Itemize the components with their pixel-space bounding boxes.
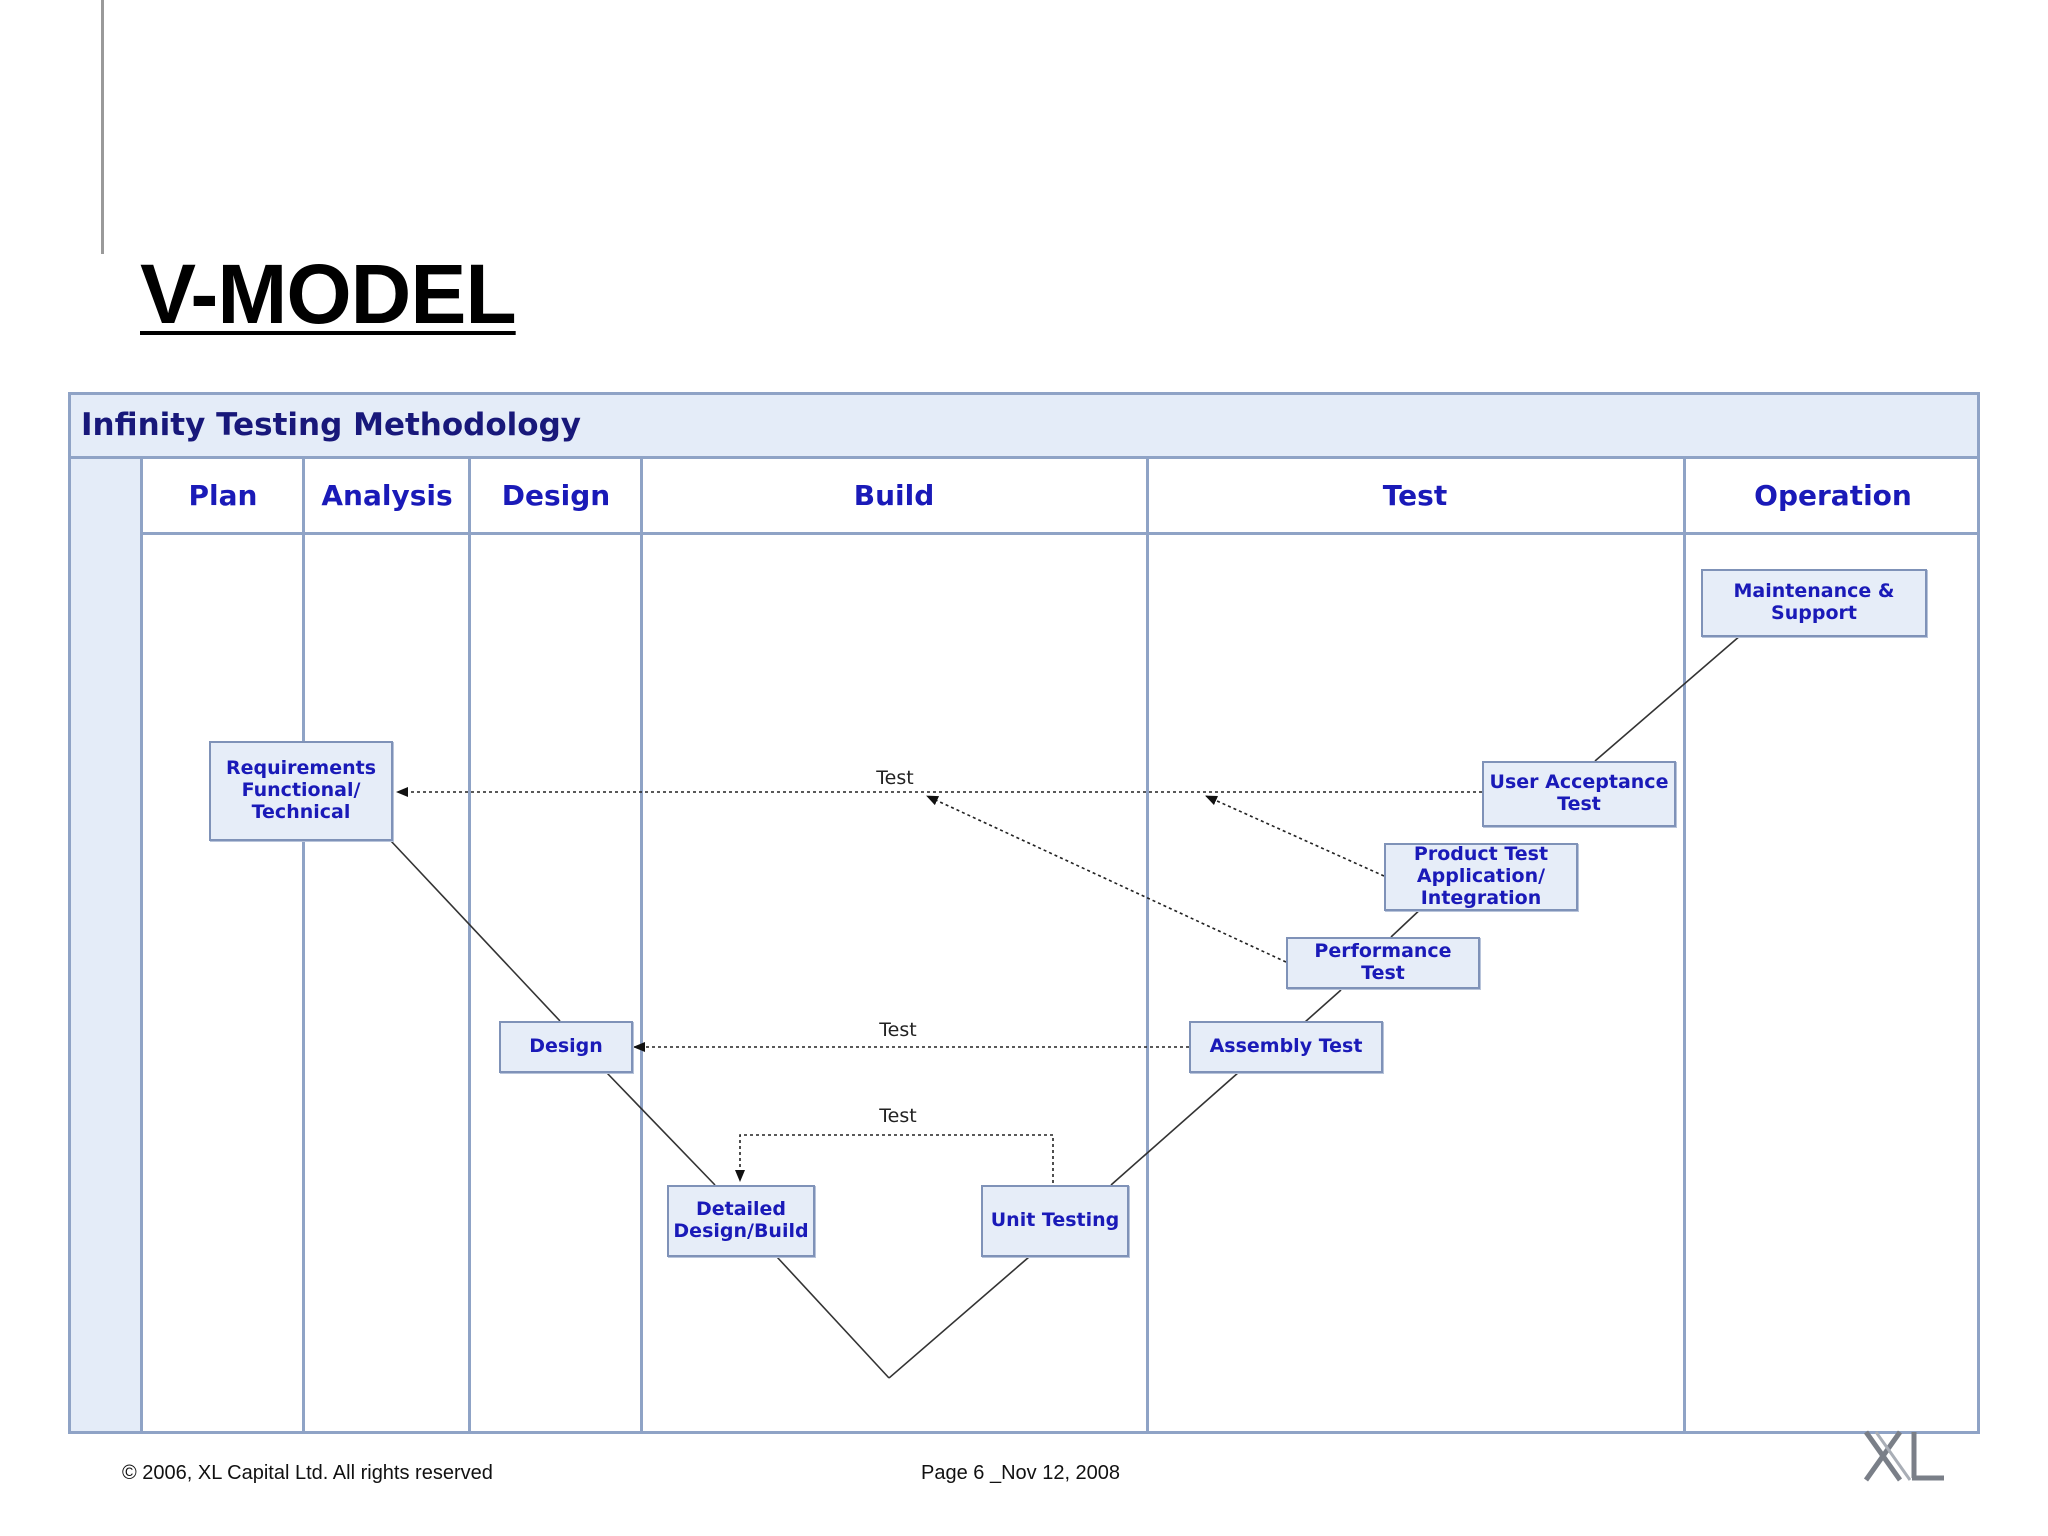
user-acceptance-test-box: User Acceptance Test (1482, 761, 1676, 827)
footer-copyright: © 2006, XL Capital Ltd. All rights reser… (122, 1462, 493, 1484)
phase-label-build: Build (853, 479, 935, 512)
left-margin-strip (71, 459, 143, 1431)
maintenance-support-box: Maintenance & Support (1701, 569, 1927, 637)
phase-label-analysis: Analysis (321, 479, 453, 512)
test-label-middle: Test (879, 1019, 917, 1041)
assembly-test-box: Assembly Test (1189, 1021, 1383, 1073)
connector-line (390, 840, 561, 1022)
connector-line (606, 1072, 716, 1186)
diagram-title: Infinity Testing Methodology (81, 407, 581, 443)
test-label-top: Test (876, 767, 914, 789)
product-test-box: Product Test Application/ Integration (1384, 843, 1578, 911)
test-arrow-product-test (1205, 795, 1385, 877)
detailed-design-build-box: Detailed Design/Build (667, 1185, 815, 1257)
lane-divider (468, 459, 471, 1431)
design-box: Design (499, 1021, 633, 1073)
slide-title: V-MODEL (140, 247, 517, 341)
footer-page-number: Page 6 _Nov 12, 2008 (921, 1462, 1121, 1484)
left-vertical-rule (101, 0, 104, 254)
phase-header-row (143, 459, 1977, 535)
connector-line (1594, 634, 1742, 762)
phase-label-plan: Plan (188, 479, 258, 512)
test-arrow-performance-test (926, 795, 1287, 963)
connector-line (888, 1256, 1030, 1379)
diagram-header: Infinity Testing Methodology (71, 395, 1977, 459)
v-model-diagram: Infinity Testing Methodology Plan Analys… (68, 392, 1980, 1434)
phase-label-operation: Operation (1754, 479, 1912, 512)
test-arrow-unit-to-detailed (735, 1134, 1054, 1183)
requirements-box: Requirements Functional/ Technical (209, 741, 393, 841)
lane-divider (1683, 459, 1686, 1431)
performance-test-box: Performance Test (1286, 937, 1480, 989)
phase-label-test: Test (1382, 479, 1448, 512)
connector-line (1110, 1071, 1240, 1186)
phase-label-design: Design (501, 479, 611, 512)
lane-divider (640, 459, 643, 1431)
connector-lines (390, 634, 1742, 1379)
lane-divider (1146, 459, 1149, 1431)
unit-testing-box: Unit Testing (981, 1185, 1129, 1257)
lane-divider (302, 459, 305, 1431)
xl-logo-icon (1863, 1430, 1944, 1482)
connector-line (776, 1256, 890, 1379)
test-label-bottom: Test (879, 1105, 917, 1127)
